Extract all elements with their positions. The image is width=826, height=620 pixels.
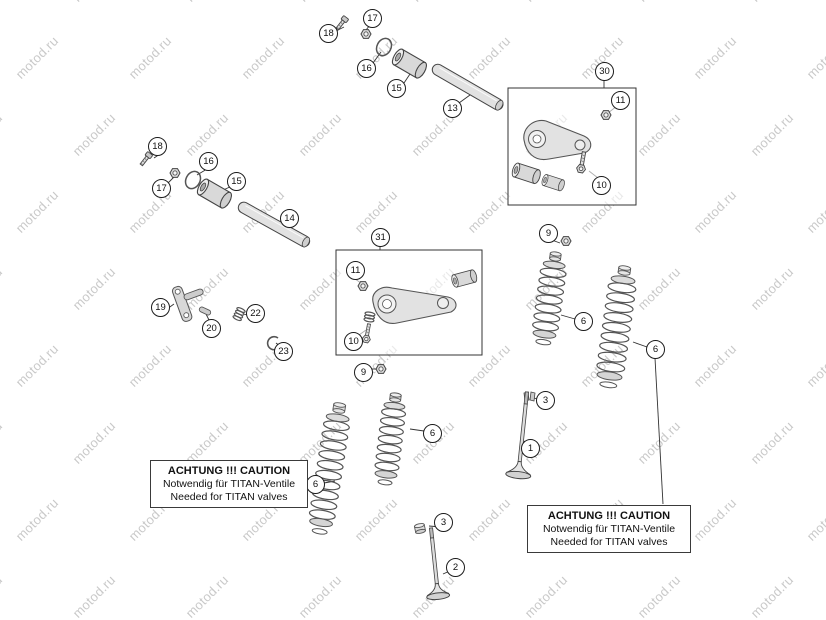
callout-17: 17 xyxy=(363,9,382,28)
caution-line-1: Notwendig für TITAN-Ventile xyxy=(542,523,676,535)
caution-title: ACHTUNG !!! CAUTION xyxy=(167,465,291,477)
callout-3: 3 xyxy=(434,513,453,532)
callout-6: 6 xyxy=(423,424,442,443)
caution-line-2: Needed for TITAN valves xyxy=(550,536,668,548)
callout-23: 23 xyxy=(274,342,293,361)
part-oring-16-top xyxy=(372,35,396,59)
callout-13: 13 xyxy=(443,99,462,118)
part-nut-9-right xyxy=(560,236,572,246)
part-nut-9-center xyxy=(375,364,387,374)
callout-18: 18 xyxy=(319,24,338,43)
callout-16: 16 xyxy=(199,152,218,171)
callout-18: 18 xyxy=(148,137,167,156)
callout-10: 10 xyxy=(344,332,363,351)
part-rocker-arm-30 xyxy=(523,119,592,161)
callout-15: 15 xyxy=(387,79,406,98)
part-valve-2 xyxy=(426,527,451,601)
callout-6: 6 xyxy=(306,475,325,494)
caution-title: ACHTUNG !!! CAUTION xyxy=(547,510,671,522)
part-shaft-14 xyxy=(235,199,313,250)
callout-9: 9 xyxy=(354,363,373,382)
part-valve-spring-assembly-center-1 xyxy=(374,392,407,486)
part-rocker-arm-31 xyxy=(372,286,457,324)
callout-11: 11 xyxy=(611,91,630,110)
callout-14: 14 xyxy=(280,209,299,228)
callout-17: 17 xyxy=(152,179,171,198)
part-nut-17-top xyxy=(360,29,372,39)
part-spring-10-center xyxy=(363,311,376,323)
callout-1: 1 xyxy=(521,439,540,458)
callout-3: 3 xyxy=(536,391,555,410)
part-nut-17-left xyxy=(169,168,181,178)
callout-19: 19 xyxy=(151,298,170,317)
callout-15: 15 xyxy=(227,172,246,191)
caution-box-left: ACHTUNG !!! CAUTION Notwendig für TITAN-… xyxy=(150,460,308,508)
part-shaft-13 xyxy=(429,61,506,113)
assembly-box-30 xyxy=(507,87,637,206)
caution-line-2: Needed for TITAN valves xyxy=(170,491,288,503)
callout-2: 2 xyxy=(446,558,465,577)
callout-30: 30 xyxy=(595,62,614,81)
part-pin-20 xyxy=(198,306,212,316)
part-valve-spring-assembly-center-2 xyxy=(308,402,350,535)
callout-10: 10 xyxy=(592,176,611,195)
caution-line-1: Notwendig für TITAN-Ventile xyxy=(162,478,296,490)
part-valve-spring-assembly-right-2 xyxy=(596,265,637,389)
callout-31: 31 xyxy=(371,228,390,247)
callout-16: 16 xyxy=(357,59,376,78)
part-valve-spring-assembly-right-1 xyxy=(532,251,567,346)
callout-20: 20 xyxy=(202,319,221,338)
part-valve-cap-3 xyxy=(413,523,427,534)
caution-box-right: ACHTUNG !!! CAUTION Notwendig für TITAN-… xyxy=(527,505,691,553)
callout-22: 22 xyxy=(246,304,265,323)
callout-6: 6 xyxy=(646,340,665,359)
callout-11: 11 xyxy=(346,261,365,280)
part-nut-11-center xyxy=(357,281,369,291)
callout-9: 9 xyxy=(539,224,558,243)
part-spring-22 xyxy=(232,307,246,322)
part-nut-11-top xyxy=(600,110,612,120)
part-valve-1 xyxy=(505,391,532,480)
part-lever-19 xyxy=(171,285,204,322)
callout-6: 6 xyxy=(574,312,593,331)
